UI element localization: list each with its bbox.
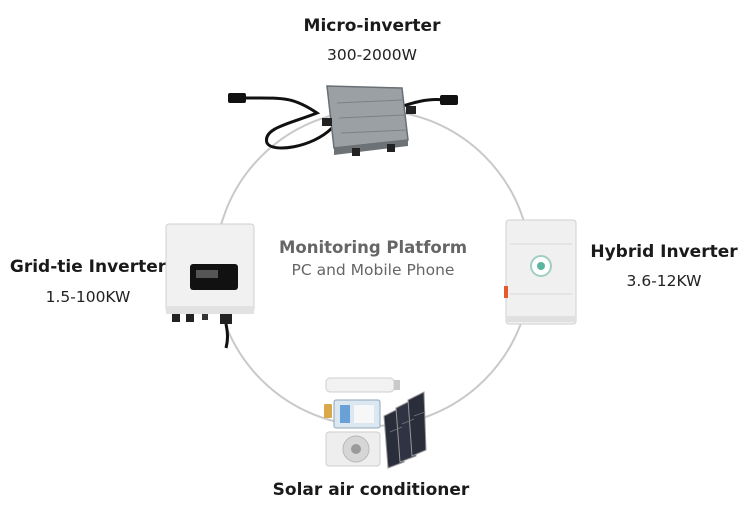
hybrid-inverter-range: 3.6-12KW (626, 272, 702, 290)
solar-air-conditioner-title: Solar air conditioner (272, 480, 470, 500)
grid-tie-title: Grid-tie Inverter (9, 257, 167, 277)
monitoring-platform-title: Monitoring Platform (278, 238, 468, 257)
micro-inverter-image (228, 85, 458, 156)
hybrid-inverter-title: Hybrid Inverter (590, 242, 738, 262)
hybrid-inverter-image (504, 219, 577, 325)
solar-air-conditioner-image (324, 377, 427, 469)
micro-inverter-range: 300-2000W (327, 46, 417, 64)
micro-inverter-title: Micro-inverter (303, 16, 441, 36)
monitoring-platform-subtitle: PC and Mobile Phone (291, 261, 455, 279)
grid-tie-range: 1.5-100KW (45, 288, 131, 306)
grid-tie-inverter-image (165, 223, 255, 349)
